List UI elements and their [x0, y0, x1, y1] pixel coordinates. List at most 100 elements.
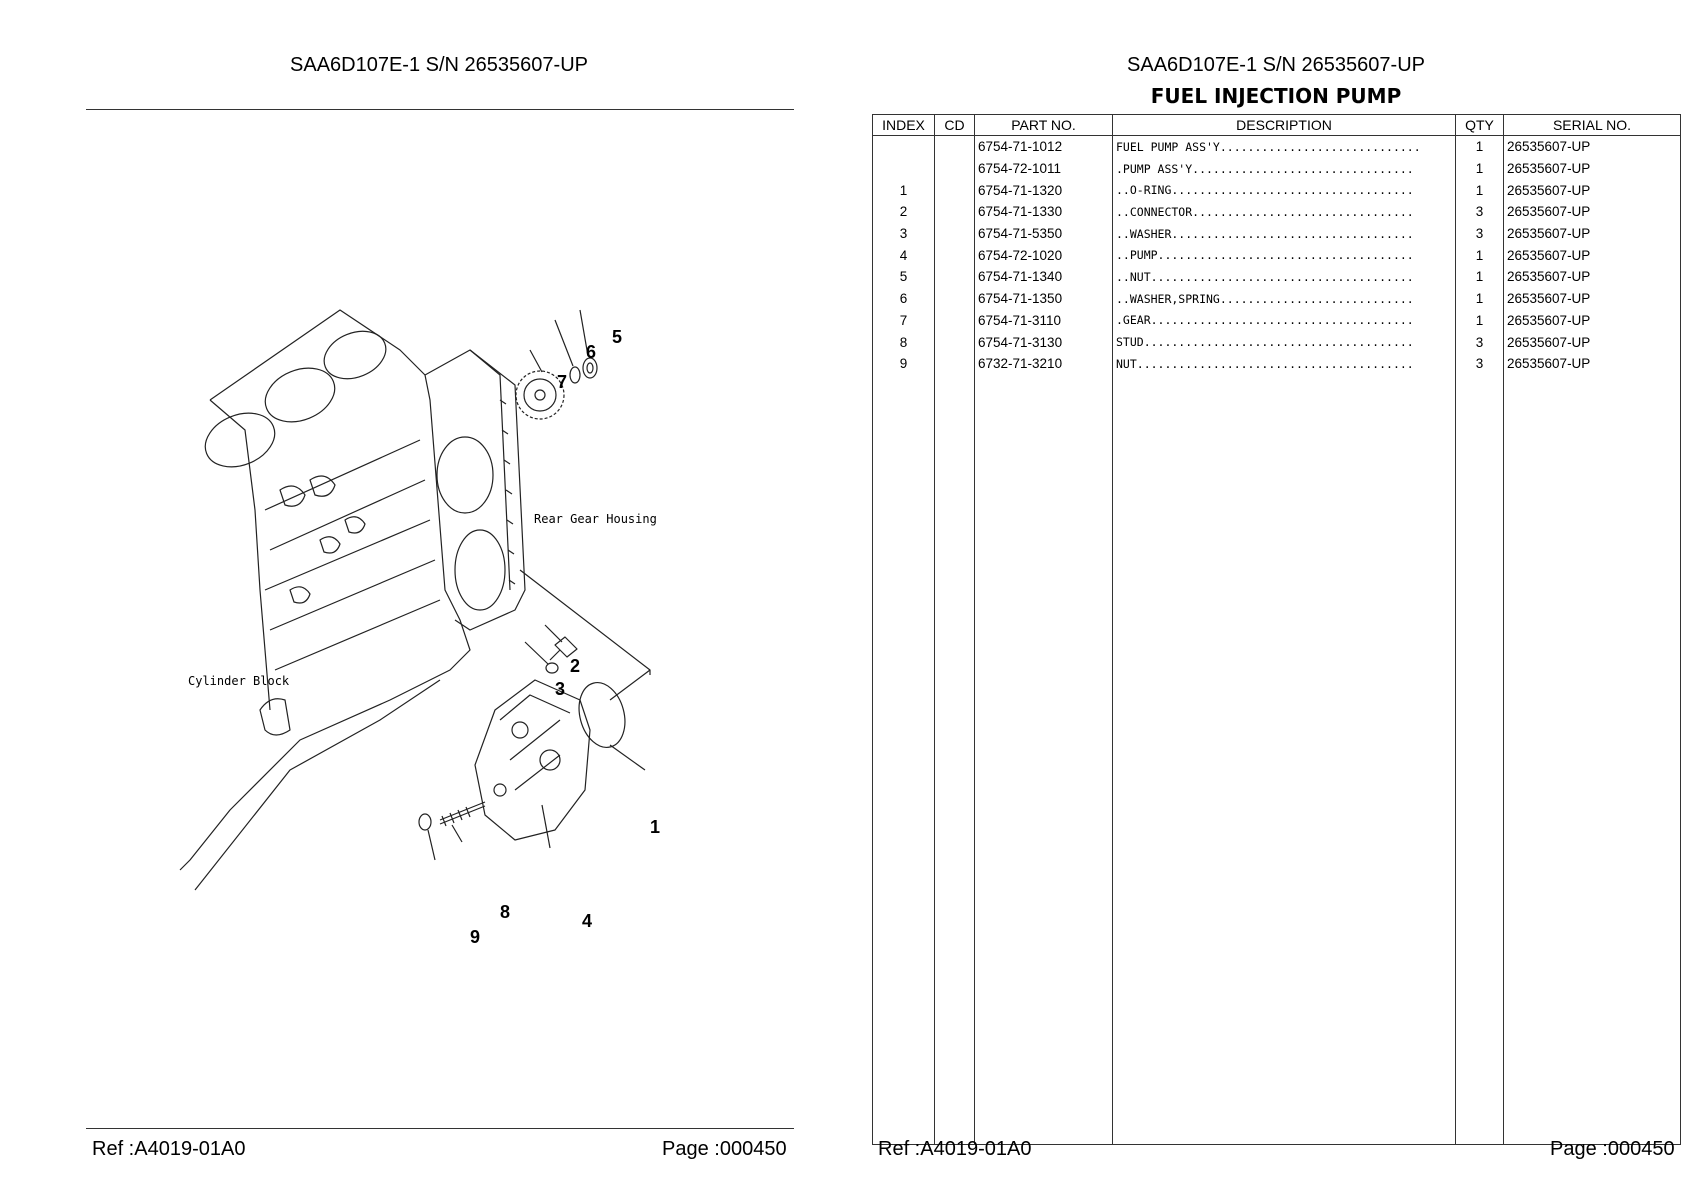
- left-page-title: SAA6D107E-1 S/N 26535607-UP: [290, 54, 588, 76]
- cell-qty: 1: [1455, 266, 1504, 288]
- cell-index: 1: [872, 179, 935, 202]
- rear-gear-housing-label: Rear Gear Housing: [534, 512, 657, 526]
- callout-9: 9: [470, 927, 480, 947]
- cell-cd: [934, 201, 975, 223]
- nut: [582, 357, 598, 379]
- cell-qty: 3: [1455, 201, 1504, 223]
- cell-serial: 26535607-UP: [1503, 135, 1681, 158]
- cell-index: 8: [872, 331, 935, 353]
- fuel-pump: [474, 679, 591, 841]
- left-footer-divider: [86, 1128, 794, 1129]
- left-page-number: Page :000450: [662, 1138, 787, 1160]
- callout-3: 3: [555, 679, 565, 699]
- callout-4: 4: [582, 911, 592, 931]
- cell-cd: [934, 309, 975, 332]
- gear: [515, 370, 565, 420]
- cell-description: .GEAR...................................…: [1112, 309, 1456, 332]
- cell-description: ..PUMP..................................…: [1112, 244, 1456, 267]
- cell-part-no: 6754-71-1012: [974, 135, 1113, 158]
- header-part-no: PART NO.: [974, 114, 1113, 136]
- cell-description: .PUMP ASS'Y.............................…: [1112, 157, 1456, 180]
- callout-7: 7: [557, 372, 567, 392]
- cell-serial: 26535607-UP: [1503, 157, 1681, 180]
- cell-cd: [934, 266, 975, 288]
- cell-part-no: 6754-71-5350: [974, 222, 1113, 245]
- cell-description: FUEL PUMP ASS'Y.........................…: [1112, 135, 1456, 158]
- table-filler-row: [872, 374, 1681, 1146]
- cell-qty: 1: [1455, 287, 1504, 310]
- callout-6: 6: [586, 342, 596, 362]
- right-page-number: Page :000450: [1550, 1138, 1675, 1160]
- cell-qty: 3: [1455, 222, 1504, 245]
- cell-qty: 1: [1455, 244, 1504, 267]
- cylinder-block-label: Cylinder Block: [188, 674, 290, 688]
- cell-qty: 1: [1455, 157, 1504, 180]
- right-page-title: SAA6D107E-1 S/N 26535607-UP: [1127, 54, 1425, 76]
- cell-description: ..WASHER,SPRING.........................…: [1112, 287, 1456, 310]
- cell-part-no: 6754-71-3130: [974, 331, 1113, 353]
- cell-qty: 1: [1455, 309, 1504, 332]
- cell-description: ..NUT...................................…: [1112, 266, 1456, 288]
- table-row: 6754-72-1011.PUMP ASS'Y.................…: [872, 157, 1681, 180]
- table-row: 4 6754-72-1020..PUMP.....................…: [872, 244, 1681, 267]
- cell-serial: 26535607-UP: [1503, 222, 1681, 245]
- cell-part-no: 6732-71-3210: [974, 352, 1113, 375]
- cell-description: STUD....................................…: [1112, 331, 1456, 353]
- cell-index: 2: [872, 201, 935, 223]
- cell-index: 5: [872, 266, 935, 288]
- cell-description: ..O-RING................................…: [1112, 179, 1456, 202]
- section-title: FUEL INJECTION PUMP: [1150, 84, 1402, 108]
- right-ref: Ref :A4019-01A0: [878, 1138, 1032, 1160]
- cell-serial: 26535607-UP: [1503, 266, 1681, 288]
- callout-8: 8: [500, 902, 510, 922]
- cell-description: NUT.....................................…: [1112, 352, 1456, 375]
- cell-part-no: 6754-71-1340: [974, 266, 1113, 288]
- spring-washer: [569, 366, 581, 384]
- table-row: 2 6754-71-1330..CONNECTOR................…: [872, 201, 1681, 223]
- cell-cd: [934, 287, 975, 310]
- parts-table: INDEX CD PART NO. DESCRIPTION QTY SERIAL…: [872, 114, 1681, 1146]
- cell-index: [872, 157, 935, 180]
- cell-cd: [934, 244, 975, 267]
- cell-qty: 3: [1455, 331, 1504, 353]
- cell-serial: 26535607-UP: [1503, 352, 1681, 375]
- callout-2: 2: [570, 656, 580, 676]
- header-cd: CD: [934, 114, 975, 136]
- cell-serial: 26535607-UP: [1503, 201, 1681, 223]
- cell-qty: 3: [1455, 352, 1504, 375]
- cell-serial: 26535607-UP: [1503, 331, 1681, 353]
- cell-serial: 26535607-UP: [1503, 179, 1681, 202]
- pump-nut: [418, 813, 432, 831]
- cell-part-no: 6754-71-1330: [974, 201, 1113, 223]
- cell-description: ..CONNECTOR.............................…: [1112, 201, 1456, 223]
- cell-serial: 26535607-UP: [1503, 244, 1681, 267]
- cell-cd: [934, 135, 975, 158]
- left-ref: Ref :A4019-01A0: [92, 1138, 246, 1160]
- cell-cd: [934, 179, 975, 202]
- cell-serial: 26535607-UP: [1503, 287, 1681, 310]
- cell-index: 7: [872, 309, 935, 332]
- cell-index: 6: [872, 287, 935, 310]
- header-serial-no: SERIAL NO.: [1503, 114, 1681, 136]
- cell-part-no: 6754-72-1020: [974, 244, 1113, 267]
- left-header-divider: [86, 109, 794, 110]
- header-index: INDEX: [872, 114, 935, 136]
- cell-description: ..WASHER................................…: [1112, 222, 1456, 245]
- cell-part-no: 6754-72-1011: [974, 157, 1113, 180]
- stud: [439, 801, 486, 827]
- table-header-row: INDEX CD PART NO. DESCRIPTION QTY SERIAL…: [872, 114, 1681, 136]
- exploded-parts-diagram: Rear Gear Housing Cylinder Block 1 2 3 4…: [179, 309, 660, 947]
- connector: [549, 636, 578, 661]
- cell-cd: [934, 331, 975, 353]
- cell-qty: 1: [1455, 135, 1504, 158]
- cell-cd: [934, 352, 975, 375]
- cell-index: 4: [872, 244, 935, 267]
- cell-serial: 26535607-UP: [1503, 309, 1681, 332]
- callout-5: 5: [612, 327, 622, 347]
